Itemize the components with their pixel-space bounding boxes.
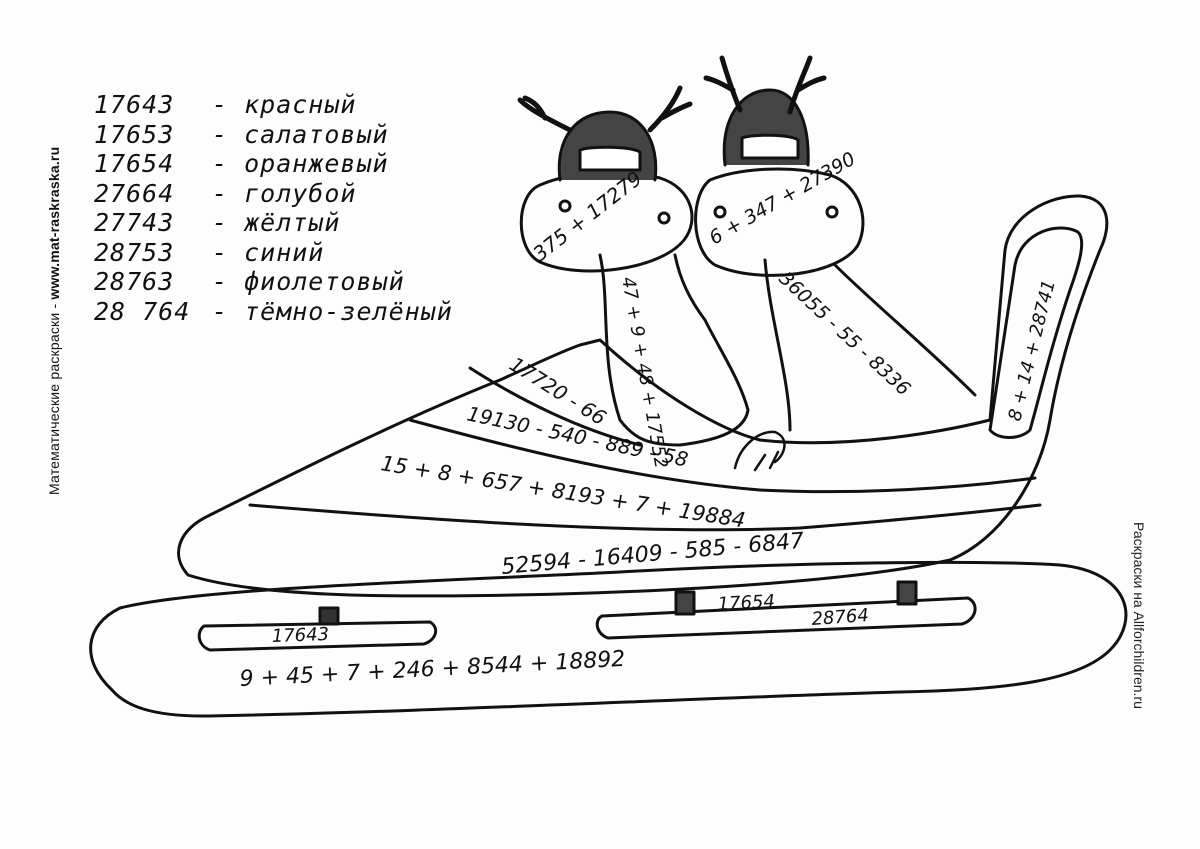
runner-struts [318, 580, 918, 626]
legend-code: 28753 [94, 237, 175, 267]
sled-stripe-line [468, 366, 642, 447]
ice-slab [89, 560, 1128, 718]
legend-row: 28753 - синий [94, 238, 453, 268]
moose-left-eyes-band [578, 145, 642, 172]
moose-left-antler [517, 85, 693, 133]
sled-back-inner [988, 226, 1084, 439]
expr-runner-left: 17643 [271, 624, 329, 647]
legend-code: 17653 [94, 119, 175, 149]
legend-code: 27664 [94, 178, 175, 208]
legend-code: 27743 [94, 208, 175, 237]
expressions: 375 + 17279 6 + 347 + 27390 47 + 9 + 48 … [239, 148, 1060, 692]
color-legend: 17643 - красный 17653 - салатовый 17654 - о… [94, 90, 453, 326]
expr-ice: 9 + 45 + 7 + 246 + 8544 + 18892 [239, 647, 626, 692]
moose-right [694, 55, 977, 432]
legend-row: 27664 - голубой [94, 179, 453, 209]
legend-color: - красный [212, 90, 357, 119]
legend-row: 17653 - салатовый [94, 120, 453, 150]
moose-left-neck [598, 253, 750, 447]
expr-moose-right-neck: 36055 - 55 - 8336 [775, 268, 915, 401]
legend-color: - оранжевый [212, 149, 389, 178]
moose-right-neck [763, 258, 977, 432]
legend-color: - салатовый [212, 119, 389, 149]
legend-code: 28 764 [94, 296, 191, 326]
legend-row: 17654 - оранжевый [94, 149, 453, 179]
runner-right [595, 596, 977, 640]
legend-code: 17643 [94, 90, 175, 119]
legend-code: 17654 [94, 149, 175, 178]
legend-color: - фиолетовый [212, 267, 405, 296]
moose-hand [733, 430, 786, 472]
legend-row: 28763 - фиолетовый [94, 267, 453, 297]
legend-color: - жёлтый [212, 208, 341, 237]
runner-left [197, 620, 438, 652]
expr-runner-right-2: 28764 [811, 605, 870, 630]
sled-stripe-line [408, 418, 1037, 494]
moose-right-eyes-band [740, 133, 800, 160]
expr-sled-body: 52594 - 16409 - 585 - 6847 [500, 529, 805, 580]
moose-left [517, 85, 750, 447]
legend-color: - тёмно-зелёный [212, 296, 453, 326]
legend-row: 27743 - жёлтый [94, 208, 453, 238]
sled-stripe-line [248, 503, 1042, 532]
legend-code: 28763 [94, 267, 175, 296]
moose-right-face [694, 167, 865, 277]
legend-row: 28 764 - тёмно-зелёный [94, 297, 453, 327]
legend-row: 17643 - красный [94, 90, 453, 120]
expr-runner-right-1: 17654 [717, 591, 775, 615]
moose-right-antler [703, 55, 827, 115]
legend-color: - голубой [212, 178, 357, 208]
legend-color: - синий [212, 237, 325, 267]
sled-body [177, 194, 1109, 598]
